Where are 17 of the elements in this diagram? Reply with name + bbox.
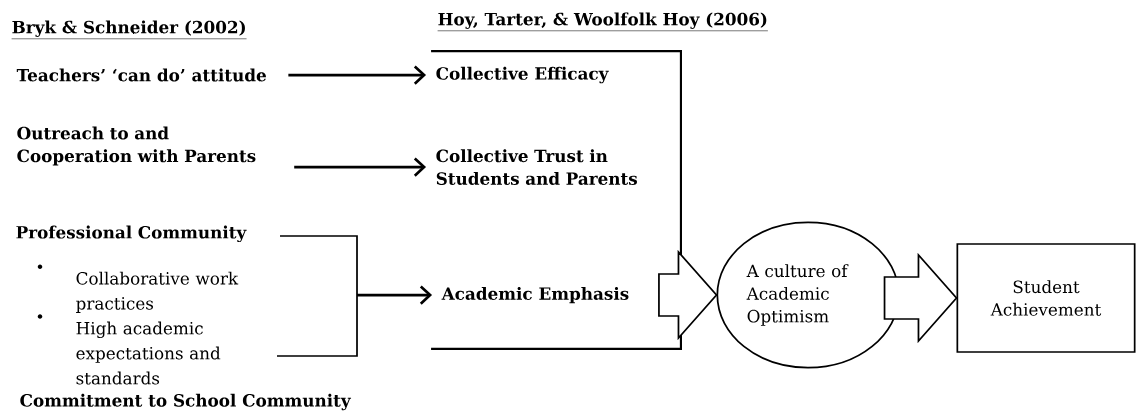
arrow xyxy=(294,157,427,177)
block-arrow xyxy=(883,252,958,344)
label-text: Collective Trust in Students and Parents xyxy=(436,149,638,185)
heading-text: Professional Community xyxy=(16,225,247,243)
block-arrow xyxy=(658,249,718,341)
bracket-frame xyxy=(431,50,682,350)
arrow xyxy=(357,285,433,305)
bullet-item: Collaborative work practices xyxy=(37,264,239,313)
label-text: Outreach to and Cooperation with Parents xyxy=(17,126,256,166)
label-text: Academic Emphasis xyxy=(441,286,629,304)
label-text: Collective Efficacy xyxy=(436,66,609,84)
result-box: Student Achievement xyxy=(956,243,1136,353)
arrow xyxy=(288,65,427,85)
bullet-item: High academic expectations and standards xyxy=(37,314,221,385)
heading-text: Bryk & Schneider (2002) xyxy=(11,20,247,40)
heading-text: Hoy, Tarter, & Woolfolk Hoy (2006) xyxy=(437,12,769,32)
label-text: Teachers’ ‘can do’ attitude xyxy=(16,68,266,82)
